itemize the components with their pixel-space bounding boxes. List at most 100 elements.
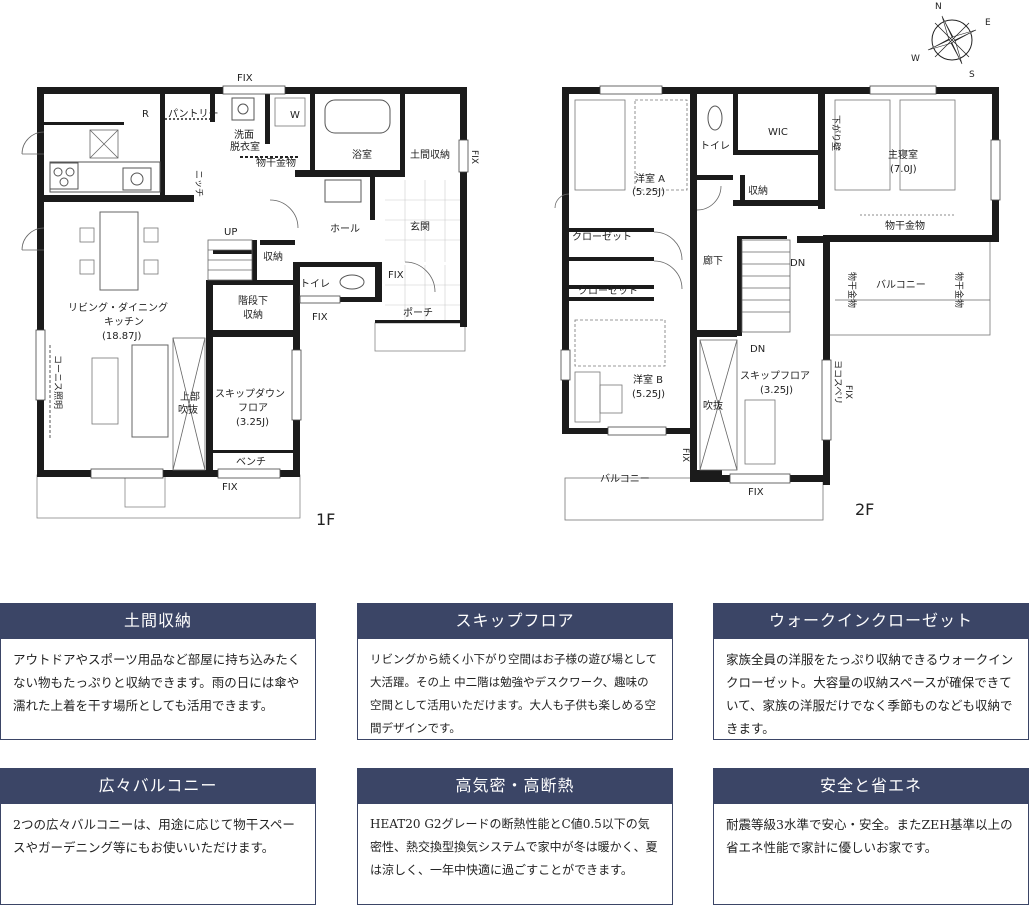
genkan-tiles xyxy=(385,180,462,323)
label-porch: ポーチ xyxy=(403,307,433,319)
floor-2-labels: 洋室 A (5.25J) トイレ WIC 主寝室 (7.0J) クローゼット 収… xyxy=(572,127,926,498)
doors-2f xyxy=(554,185,722,290)
range-hood-icon xyxy=(89,129,119,159)
void-cross-2f xyxy=(699,339,738,471)
label-cornice: コーニス照明 xyxy=(52,355,63,409)
label-datsui: 脱衣室 xyxy=(230,140,260,153)
label-w: W xyxy=(290,110,300,121)
floor-plan: N E S W xyxy=(21,2,1001,529)
feature-title: 高気密・高断熱 xyxy=(357,768,673,804)
label-niche: ニッチ xyxy=(193,170,204,197)
label-sagari: 下がり壁 xyxy=(830,115,842,151)
doors-1f xyxy=(21,131,436,293)
sink-icon xyxy=(122,167,152,191)
washer-box xyxy=(274,97,306,127)
label-doma: 土間収納 xyxy=(410,148,450,161)
compass-s: S xyxy=(969,70,975,80)
dining-table-icon xyxy=(99,211,139,291)
label-hall: ホール xyxy=(330,223,360,235)
label-ldk-3: (18.87J) xyxy=(102,331,141,342)
feature-card-balcony: 広々バルコニー 2つの広々バルコニーは、用途に応じて物干スペースやガーデニング等… xyxy=(0,768,316,905)
label-shuno-1f: 収納 xyxy=(263,250,283,263)
coffee-table-icon xyxy=(91,357,119,425)
porch-outline xyxy=(374,322,466,352)
label-skip-2: (3.25J) xyxy=(760,385,793,396)
feature-card-insulation: 高気密・高断熱 HEAT20 G2グレードの断熱性能とC値0.5以下の気密性、熱… xyxy=(357,768,673,905)
label-balcony-2: バルコニー xyxy=(600,473,650,485)
hall-sink-icon xyxy=(324,179,362,203)
label-skipdown-2: フロア xyxy=(238,403,268,414)
feature-title: スキップフロア xyxy=(357,603,673,639)
label-ldk-2: キッチン xyxy=(104,316,144,328)
label-pantry: パントリー xyxy=(168,108,219,120)
label-fix-right: FIX xyxy=(469,150,479,164)
feature-body: 家族全員の洋服をたっぷり収納できるウォークインクローゼット。大容量の収納スペース… xyxy=(713,639,1029,740)
void-cross xyxy=(172,337,206,471)
label-monohoshi-1f: 物干金物 xyxy=(256,156,296,169)
label-yoshitsu-a-size: (5.25J) xyxy=(632,187,665,198)
label-fix-side: FIX xyxy=(843,385,853,399)
label-skipdown-3: (3.25J) xyxy=(236,417,269,428)
label-wic: WIC xyxy=(768,127,788,138)
label-roka: 廊下 xyxy=(703,254,723,267)
label-up: UP xyxy=(224,227,237,238)
label-fukinuke-2f: 吹抜 xyxy=(703,399,723,412)
feature-title: 土間収納 xyxy=(0,603,316,639)
feature-body: 耐震等級3水準で安心・安全。またZEH基準以上の省エネ性能で家計に優しいお家です… xyxy=(713,804,1029,905)
floor-1-labels: FIX R パントリー W 洗面 脱衣室 物干金物 浴室 土間収納 ホール 玄関… xyxy=(68,73,450,493)
label-closet-1: クローゼット xyxy=(572,231,632,243)
stairs-2f xyxy=(741,239,791,333)
toilet-1f-icon xyxy=(339,274,365,290)
feature-body: 2つの広々バルコニーは、用途に応じて物干スペースやガーデニング等にもお使いいただ… xyxy=(0,804,316,905)
sofa-icon xyxy=(131,344,169,438)
label-senmen: 洗面 xyxy=(234,129,254,141)
feature-card-safety: 安全と省エネ 耐震等級3水準で安心・安全。またZEH基準以上の省エネ性能で家計に… xyxy=(713,768,1029,905)
feature-body: アウトドアやスポーツ用品など部屋に持ち込みたくない物もたっぷりと収納できます。雨… xyxy=(0,639,316,740)
label-fukinuke-1: 上部 xyxy=(180,390,200,403)
label-yokushitsu: 浴室 xyxy=(352,148,372,161)
label-dn-2: DN xyxy=(750,344,765,355)
floor-2-plan: 洋室 A (5.25J) トイレ WIC 主寝室 (7.0J) クローゼット 収… xyxy=(554,85,1001,521)
label-monohoshi-left: 物干金物 xyxy=(846,272,858,308)
dining-chairs-icon xyxy=(79,227,159,275)
compass-e: E xyxy=(985,18,991,28)
label-fix-balc: FIX xyxy=(680,448,690,462)
washbasin-icon xyxy=(231,97,255,121)
feature-body: リビングから続く小下がり空間はお子様の遊び場として大活躍。その上 中二階は勉強や… xyxy=(357,639,673,740)
floor-1-label: 1F xyxy=(316,510,335,529)
label-fix-bottom: FIX xyxy=(222,482,238,493)
label-fukinuke-2: 吹抜 xyxy=(178,403,198,416)
beds-2f xyxy=(574,99,956,465)
label-yoshitsu-b-size: (5.25J) xyxy=(632,389,665,400)
label-ldk-1: リビング・ダイニング xyxy=(68,301,168,314)
label-closet-2: クローゼット xyxy=(578,285,638,297)
feature-title: 安全と省エネ xyxy=(713,768,1029,804)
feature-card-wic: ウォークインクローゼット 家族全員の洋服をたっぷり収納できるウォークインクローゼ… xyxy=(713,603,1029,740)
feature-card-skip-floor: スキップフロア リビングから続く小下がり空間はお子様の遊び場として大活躍。その上… xyxy=(357,603,673,740)
label-dn-1: DN xyxy=(790,258,805,269)
label-skip-1: スキップフロア xyxy=(740,370,810,382)
label-shuno-2f: 収納 xyxy=(748,184,768,197)
label-yoshitsu-a: 洋室 A xyxy=(635,172,665,185)
label-genkan: 玄関 xyxy=(410,220,430,233)
label-fix-toilet: FIX xyxy=(312,312,328,323)
compass-rose: N E S W xyxy=(911,2,991,80)
feature-card-doma: 土間収納 アウトドアやスポーツ用品など部屋に持ち込みたくない物もたっぷりと収納で… xyxy=(0,603,316,740)
label-shushin-size: (7.0J) xyxy=(890,164,917,175)
label-yoshitsu-b: 洋室 B xyxy=(633,373,663,386)
terrace-outline xyxy=(36,474,301,519)
label-kaidan-1: 階段下 xyxy=(238,294,268,307)
label-fix-top: FIX xyxy=(237,73,253,84)
stairs-1f xyxy=(207,239,253,281)
bathtub-icon xyxy=(324,99,391,134)
label-monohoshi-2f: 物干金物 xyxy=(885,219,925,232)
windows-1f xyxy=(35,85,469,479)
windows-2f xyxy=(560,85,1001,484)
label-kaidan-2: 収納 xyxy=(243,308,263,321)
label-yokosuberi: ヨコスベリ xyxy=(832,360,842,404)
label-r: R xyxy=(142,109,149,120)
feature-title: 広々バルコニー xyxy=(0,768,316,804)
step-outline xyxy=(124,474,166,508)
label-shushin: 主寝室 xyxy=(888,148,918,161)
